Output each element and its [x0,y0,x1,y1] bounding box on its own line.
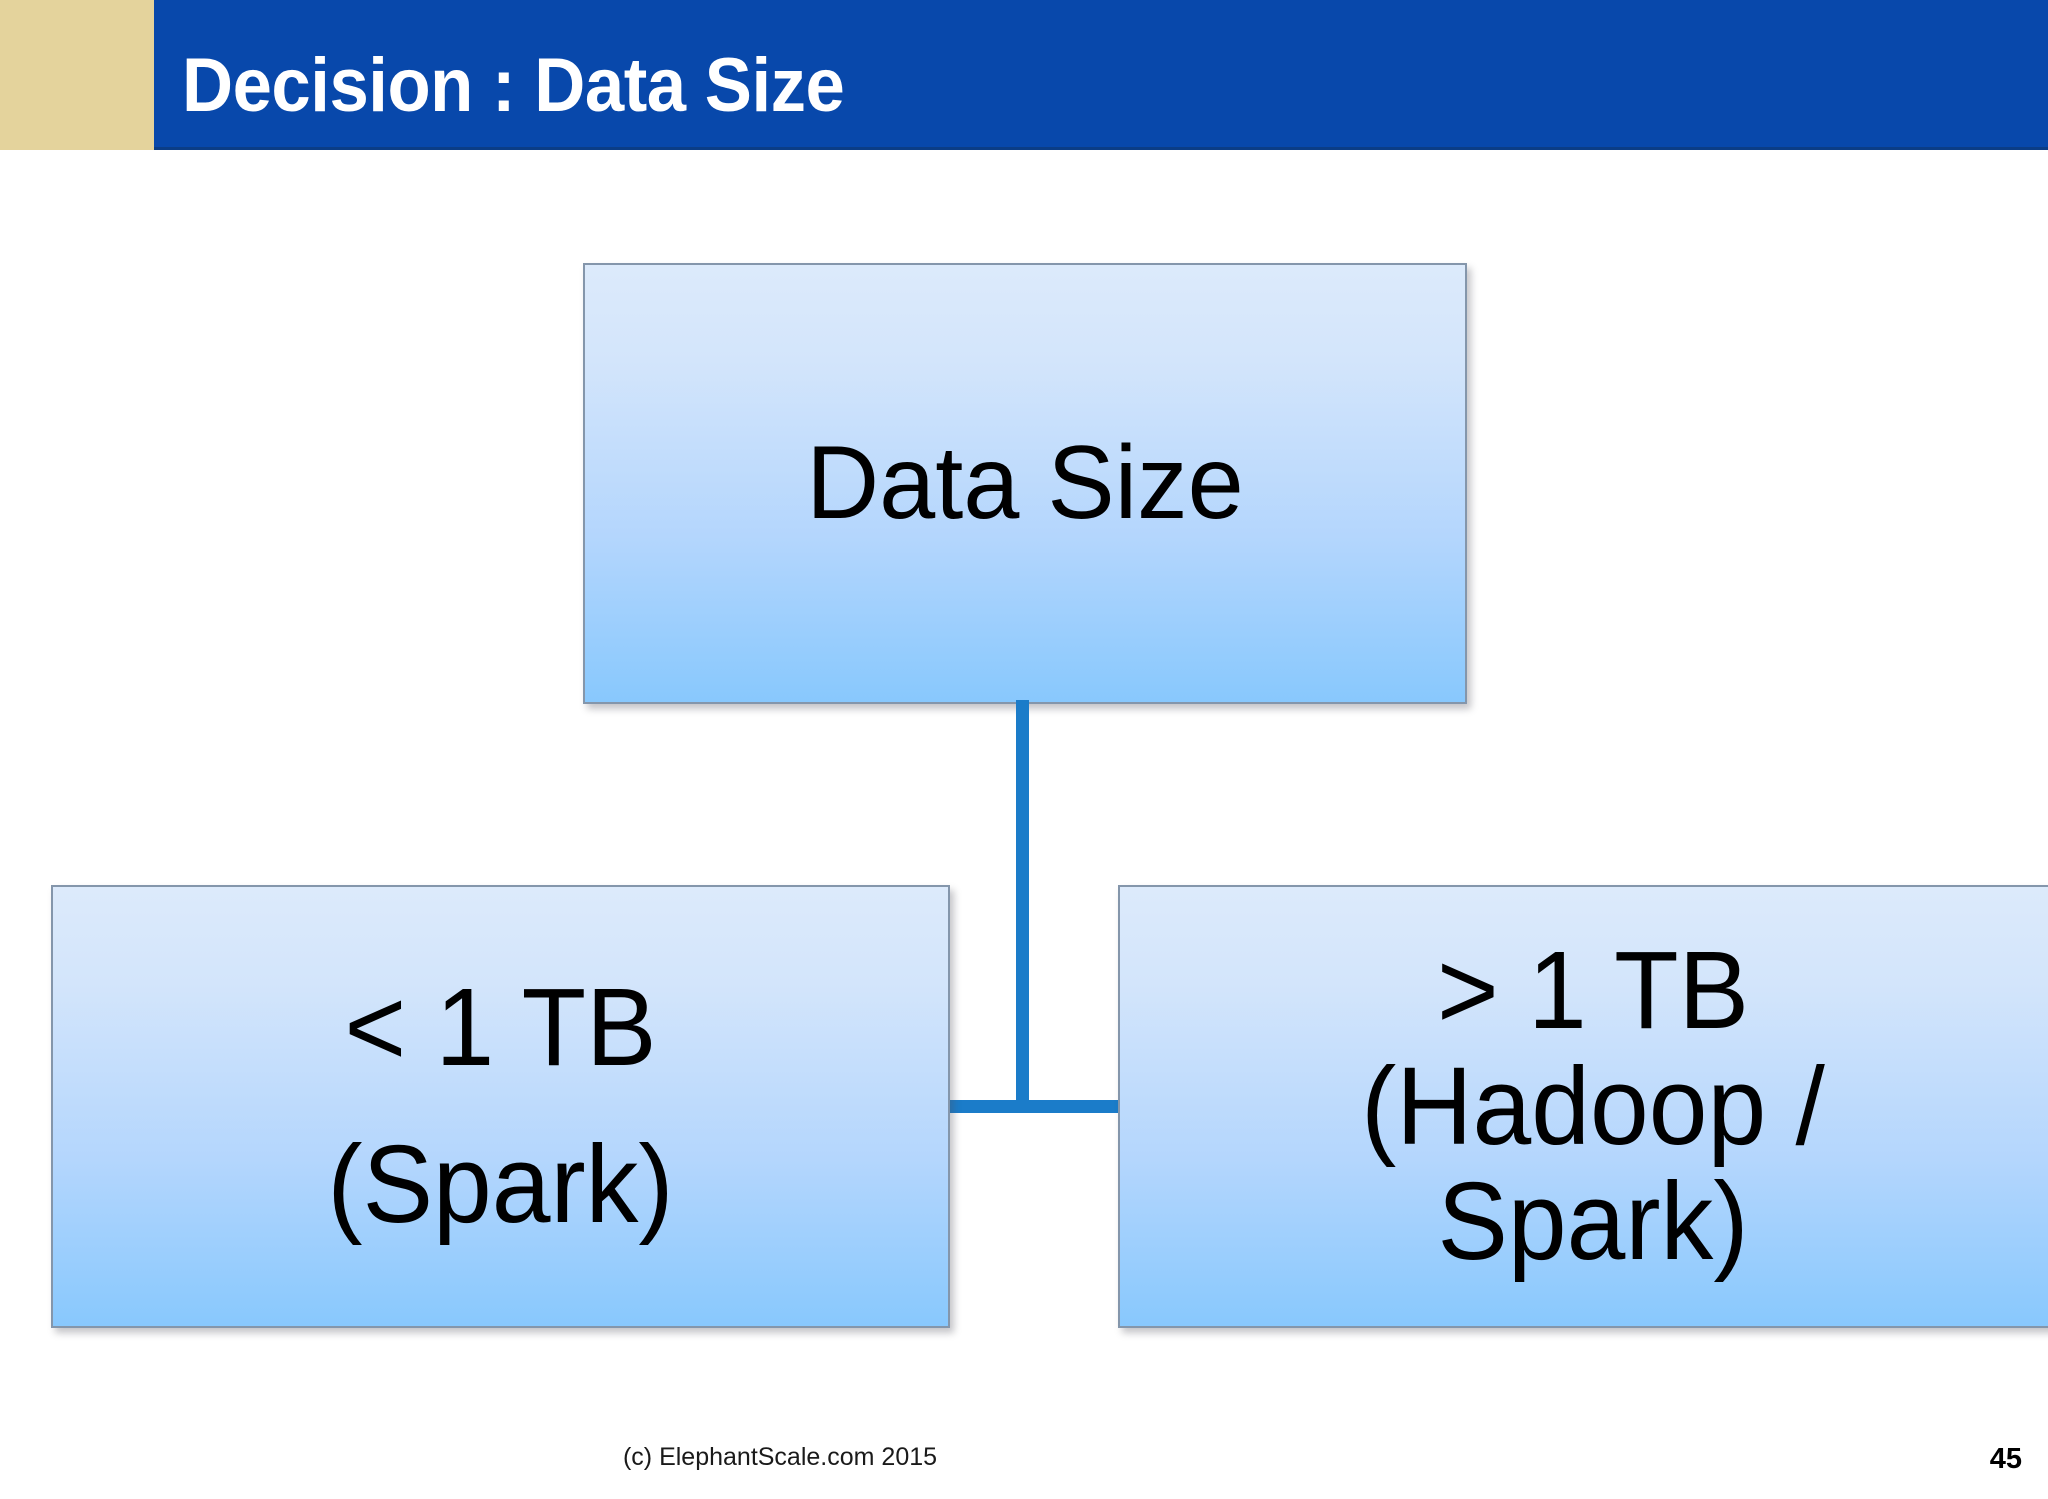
decision-node-data-size[interactable]: Data Size [583,263,1467,704]
page-title: Decision : Data Size [182,43,845,128]
branch-node-over-1tb[interactable]: > 1 TB (Hadoop / Spark) [1118,885,2048,1328]
header-accent-block [0,0,154,150]
branch-node-label: < 1 TB (Spark) [327,966,674,1246]
header-bar [154,0,2048,150]
page-number: 45 [1989,1443,2022,1475]
connector-horizontal [932,1100,1119,1113]
footer-copyright: (c) ElephantScale.com 2015 [622,1443,938,1471]
branch-node-under-1tb[interactable]: < 1 TB (Spark) [51,885,950,1328]
branch-node-label: > 1 TB (Hadoop / Spark) [1361,929,1825,1284]
connector-vertical [1016,700,1029,1112]
decision-node-label: Data Size [806,425,1244,542]
